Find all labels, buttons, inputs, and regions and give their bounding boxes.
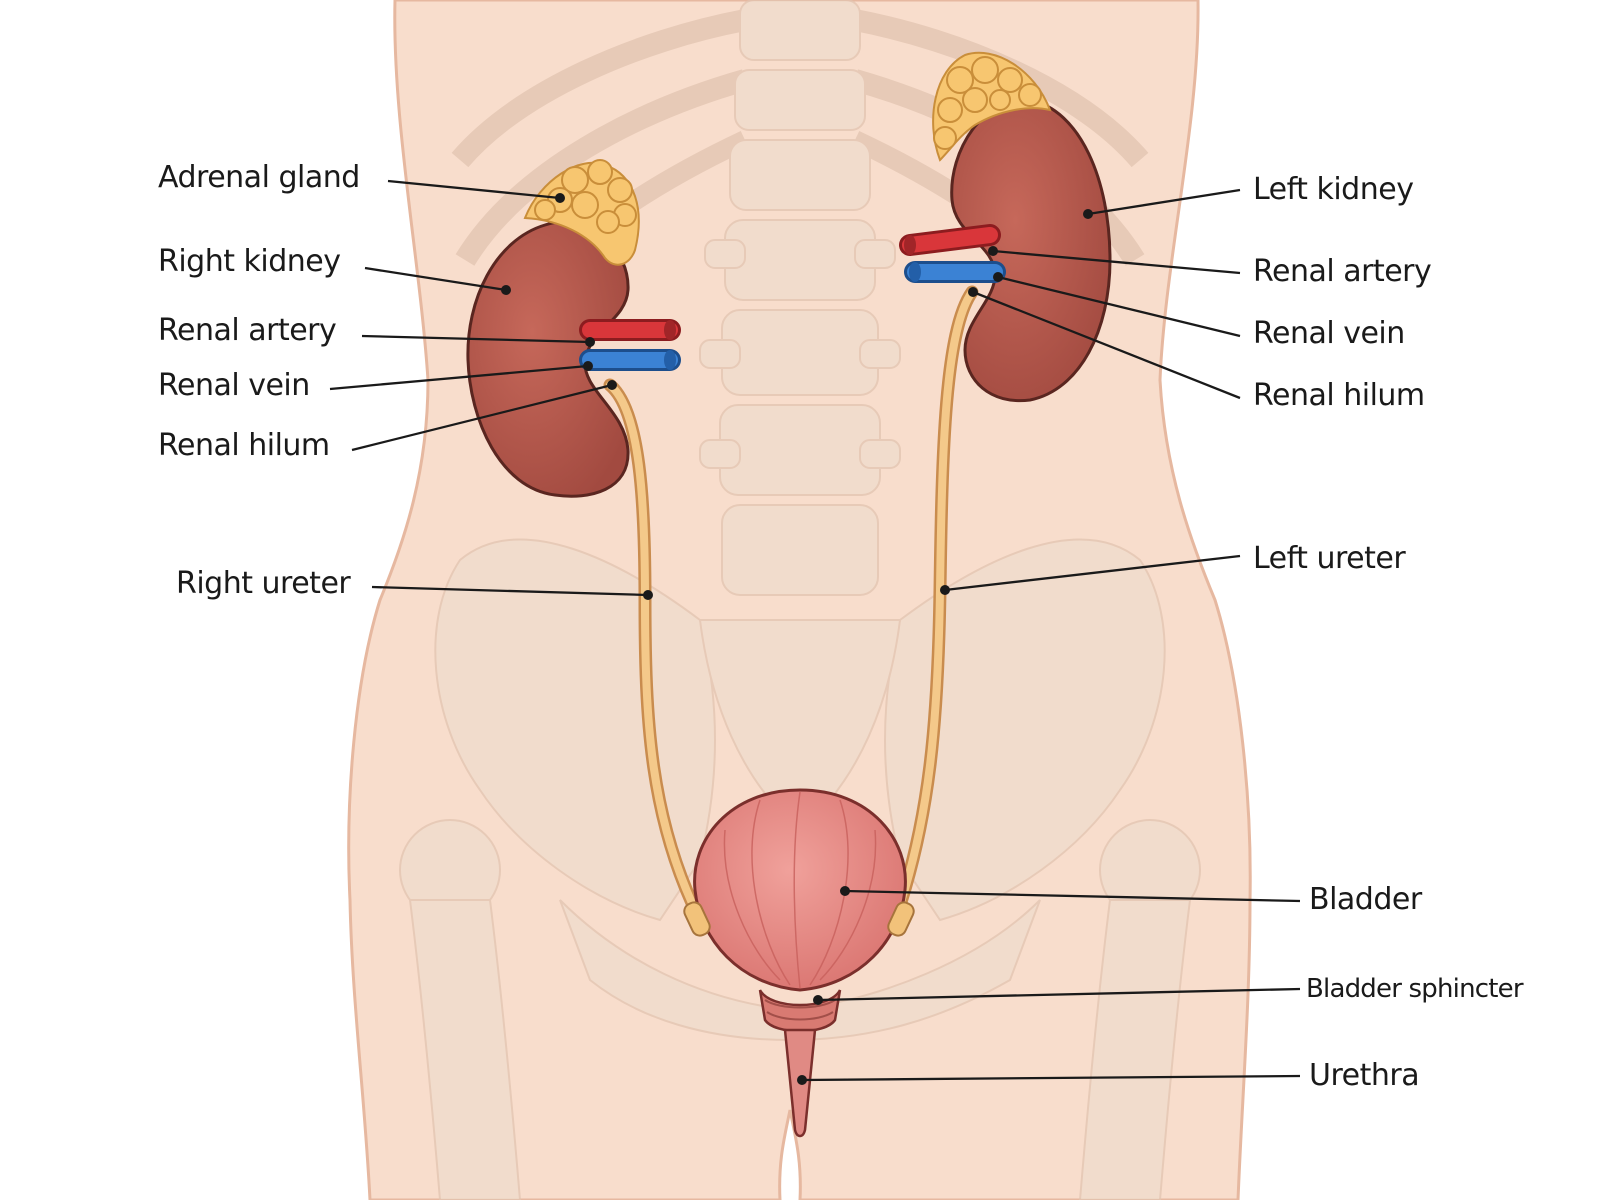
bladder-muscle-lines <box>723 791 877 989</box>
label-right-ureter: Right ureter <box>176 566 351 601</box>
left-renal-vessels <box>899 224 1006 283</box>
left-adrenal-gland <box>932 51 1052 162</box>
bladder-shape <box>693 788 907 992</box>
label-adrenal-gland: Adrenal gland <box>158 160 360 195</box>
label-left-renal-hilum: Renal hilum <box>1253 378 1425 413</box>
label-left-renal-artery: Renal artery <box>1253 254 1432 289</box>
left-kidney-shape <box>950 98 1112 403</box>
bladder-sphincter-shape <box>758 989 842 1033</box>
label-right-kidney: Right kidney <box>158 244 341 279</box>
label-left-ureter: Left ureter <box>1253 541 1406 576</box>
label-bladder-sphincter: Bladder sphincter <box>1306 974 1524 1004</box>
label-right-renal-hilum: Renal hilum <box>158 428 330 463</box>
label-urethra: Urethra <box>1309 1058 1420 1093</box>
label-bladder: Bladder <box>1309 882 1422 917</box>
right-renal-vessels <box>579 319 681 371</box>
leader-lines <box>329 179 1301 1082</box>
label-right-renal-vein: Renal vein <box>158 368 310 403</box>
label-right-renal-artery: Renal artery <box>158 313 337 348</box>
label-left-renal-vein: Renal vein <box>1253 316 1405 351</box>
label-left-kidney: Left kidney <box>1253 172 1414 207</box>
leader-dots <box>501 193 1093 1085</box>
